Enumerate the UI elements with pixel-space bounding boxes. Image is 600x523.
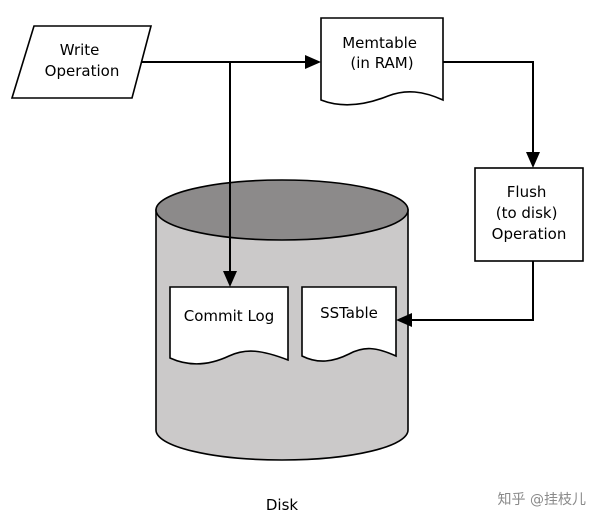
- write-operation-shape: [10, 25, 153, 99]
- write-operation-node: Write Operation: [10, 25, 153, 99]
- svg-text:Write Operation: Write Operation: [45, 41, 120, 80]
- edge-flush-to-sstable: [396, 261, 534, 327]
- sstable-shape: [301, 286, 397, 362]
- sstable-node: SSTable: [301, 286, 397, 362]
- edge-memtable-to-flush-arrowhead: [526, 152, 540, 168]
- svg-text:Memtable (in RAM): Memtable (in RAM): [342, 34, 422, 72]
- memtable-shape: [320, 17, 444, 106]
- flush-operation-label-line-3: Operation: [492, 225, 567, 243]
- memtable-label-line-2: (in RAM): [350, 54, 413, 72]
- edge-flush-to-sstable-arrowhead: [396, 313, 412, 327]
- disk-label: Disk: [266, 496, 299, 514]
- memtable-node: Memtable (in RAM): [320, 17, 444, 106]
- write-operation-label-line-1: Write: [60, 41, 100, 59]
- disk-cylinder-top: [155, 179, 409, 241]
- svg-text:Flush (to disk) Op: Flush (to disk) Operation: [492, 183, 567, 243]
- commit-log-shape: [169, 286, 289, 365]
- svg-text:Commit Log: Commit Log: [184, 307, 274, 325]
- commit-log-label: Commit Log: [184, 307, 274, 325]
- flush-operation-label-line-1: Flush: [507, 183, 547, 201]
- edge-write-to-commit-log-arrowhead: [223, 271, 237, 287]
- write-operation-label-line-2: Operation: [45, 62, 120, 80]
- edge-write-to-commit-log: [223, 62, 237, 287]
- commit-log-node: Commit Log: [169, 286, 289, 365]
- svg-text:SSTable: SSTable: [320, 304, 378, 322]
- memtable-label-line-1: Memtable: [342, 34, 417, 52]
- flush-operation-node: Flush (to disk) Operation: [474, 167, 584, 262]
- edge-memtable-to-flush: [443, 61, 540, 168]
- watermark-text: 知乎 @挂枝儿: [498, 491, 586, 508]
- flush-operation-shape: [474, 167, 584, 262]
- edge-write-to-memtable: [141, 55, 321, 69]
- edge-write-to-memtable-arrowhead: [305, 55, 321, 69]
- flush-operation-label-line-2: (to disk): [496, 204, 558, 222]
- sstable-label: SSTable: [320, 304, 378, 322]
